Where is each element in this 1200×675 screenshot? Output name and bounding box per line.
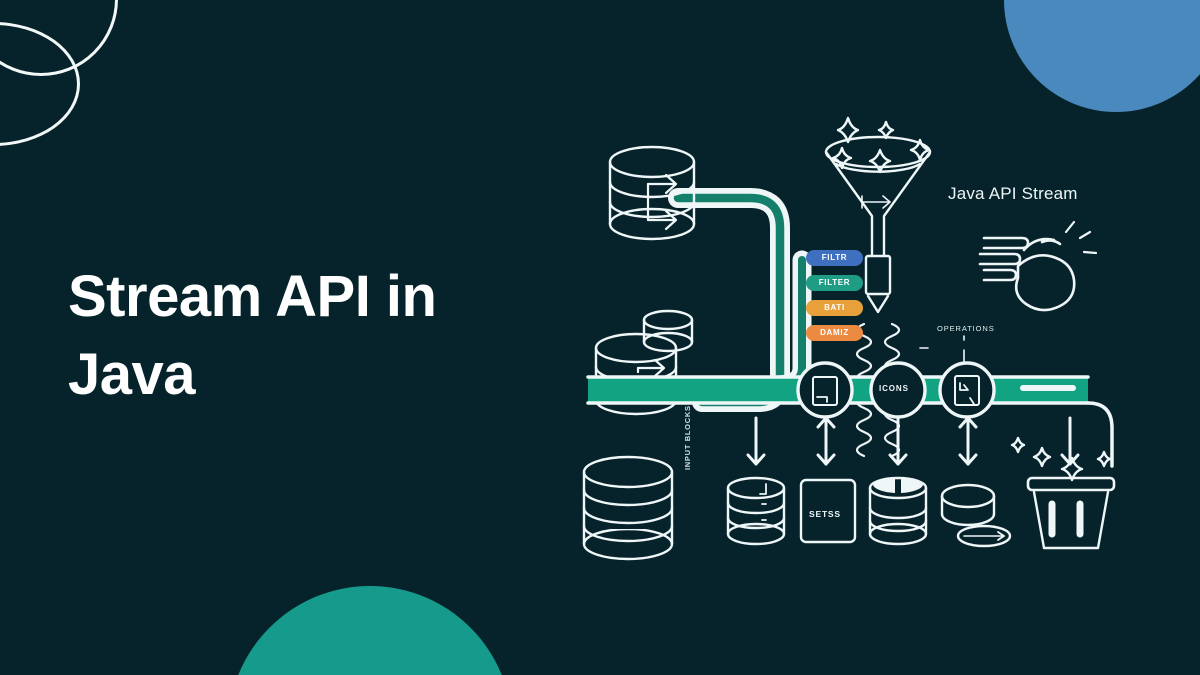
stream-pipeline-illustration <box>580 80 1160 580</box>
label-java-api-stream: Java API Stream <box>948 184 1078 203</box>
pipeline-node-code[interactable] <box>938 361 996 419</box>
basket-sparkle-icon <box>1010 436 1112 482</box>
label-setss-box: SETSS <box>809 509 841 519</box>
puck-sink <box>940 483 1012 548</box>
tag-bati[interactable]: BATI <box>806 300 863 316</box>
flow-arrows <box>746 416 1080 466</box>
database-stack-bottom <box>582 455 674 561</box>
hand-speed-icon <box>978 220 1098 312</box>
label-operations: OPERATIONS <box>937 324 995 333</box>
pipeline-node-document[interactable] <box>796 361 854 419</box>
tag-damiz[interactable]: DAMIZ <box>806 325 863 341</box>
decorative-ring-outline-small <box>0 22 80 146</box>
label-icons-node: ICONS <box>879 384 909 393</box>
tag-filter[interactable]: FILTER <box>806 275 863 291</box>
database-sink <box>726 476 786 546</box>
funnel-outlet-chevron <box>866 294 890 314</box>
setss-box-sink <box>799 478 857 544</box>
funnel-icon <box>824 135 932 296</box>
illustration-svg <box>582 116 1116 561</box>
decorative-circle-teal <box>228 586 512 675</box>
operations-tickmarks <box>919 335 965 365</box>
page-title: Stream API in Java <box>68 264 437 408</box>
database-source-top <box>608 145 696 241</box>
filter-tag-list: FILTR FILTER BATI DAMIZ <box>806 250 863 341</box>
basket-sink <box>1026 476 1116 550</box>
tag-filtr[interactable]: FILTR <box>806 250 863 266</box>
decorative-ring-outline-large <box>0 0 118 76</box>
conveyor-right-elbow <box>1086 401 1114 468</box>
sparkle-icon <box>831 116 931 174</box>
label-input-blocks: INPUT BLOCKS <box>683 405 692 470</box>
disk-sink <box>868 476 928 546</box>
